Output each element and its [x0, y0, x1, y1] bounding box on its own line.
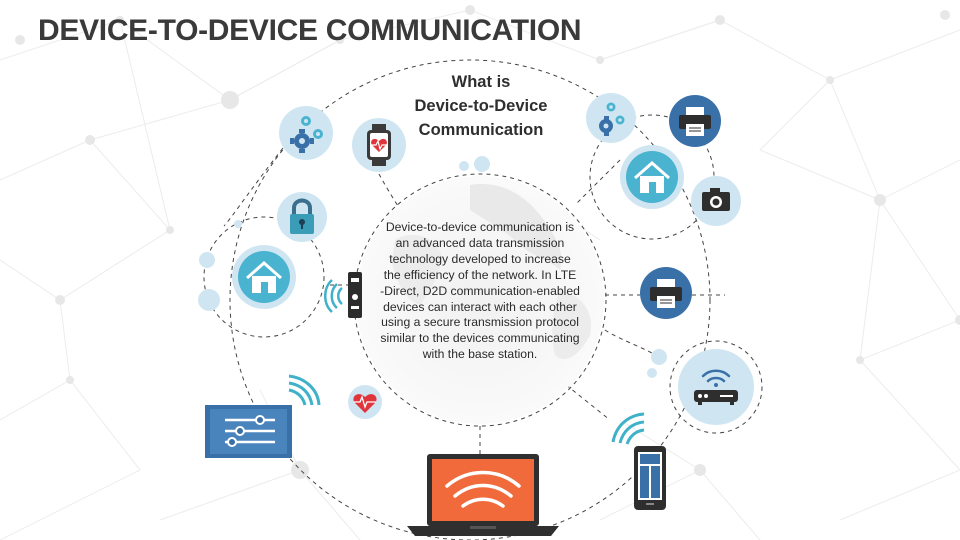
outer-ring [229, 59, 711, 540]
gears-icon-right [586, 93, 636, 143]
smartwatch-heart-icon [352, 118, 406, 172]
modem-router-icon [678, 349, 754, 425]
heading-line-2: Device-to-Device [414, 97, 548, 115]
printer-icon-top [669, 95, 721, 147]
home-icon-left [232, 245, 296, 309]
gears-icon [279, 106, 333, 160]
heart-pulse-icon [348, 385, 382, 419]
laptop-wifi-icon [407, 454, 559, 536]
modem-ring [669, 340, 763, 434]
background-nodes [15, 5, 960, 479]
home-icon-right [620, 145, 684, 209]
center-heading: What is Device-to-Device Communication [396, 70, 566, 142]
printer-icon-middle [640, 267, 692, 319]
wifi-router-icon [324, 272, 362, 318]
left-home-ring [203, 216, 325, 338]
control-panel-icon [205, 374, 321, 458]
connector-dots [198, 156, 667, 378]
globe-watermark [356, 176, 604, 424]
slide-title: DEVICE-TO-DEVICE COMMUNICATION [38, 14, 582, 47]
camera-icon [691, 176, 741, 226]
center-description: Device-to-device communication is an adv… [380, 220, 580, 362]
padlock-icon [277, 192, 327, 242]
heading-line-3: Communication [418, 121, 544, 139]
smartphone-icon [611, 412, 666, 510]
heading-line-1: What is [451, 73, 511, 91]
